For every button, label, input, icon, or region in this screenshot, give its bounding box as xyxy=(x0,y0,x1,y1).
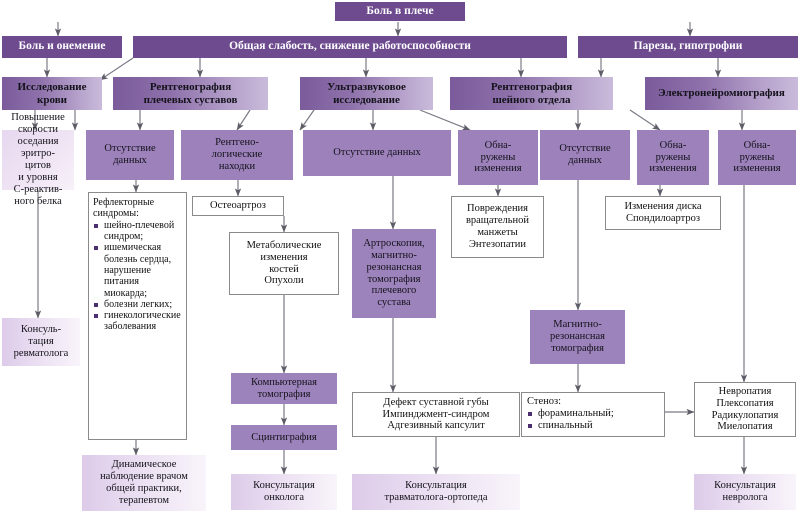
list-item: болезни легких; xyxy=(93,299,182,310)
node-label: Ультразвуковое исследование xyxy=(327,80,406,106)
node-label: Метаболические изменения костей Опухоли xyxy=(246,239,322,287)
node-label: Рентгенография плечевых суставов xyxy=(143,80,238,106)
node-label: Артроскопия, магнитно- резонансная томог… xyxy=(363,237,425,309)
node-label: Боль и онемение xyxy=(18,40,106,53)
node-detail-ct[interactable]: Компьютерная томография xyxy=(231,373,337,404)
node-label: Повреждения вращательной манжеты Энтезоп… xyxy=(465,203,530,250)
node-label: Исследование крови xyxy=(17,80,87,106)
node-label: Общая слабость, снижение работоспособнос… xyxy=(229,40,471,53)
node-symptom-weakness[interactable]: Общая слабость, снижение работоспособнос… xyxy=(133,36,567,58)
node-detail-disc-changes[interactable]: Изменения диска Спондилоартроз xyxy=(605,196,721,230)
node-label: Рентгено- логические находки xyxy=(211,137,263,172)
node-outcome-oncologist[interactable]: Консультация онколога xyxy=(231,474,337,510)
reflex-syndrome-list: шейно-плечевой синдром; ишемическая боле… xyxy=(93,220,182,333)
node-finding-changes-cervical[interactable]: Обна- ружены изменения xyxy=(637,130,709,185)
node-outcome-gp-observation[interactable]: Динамическое наблюдение врачом общей пра… xyxy=(82,455,206,511)
node-outcome-neurologist[interactable]: Консультация невролога xyxy=(694,474,796,510)
node-outcome-orthopedist[interactable]: Консультация травматолога-ортопеда xyxy=(352,474,520,510)
stenosis-lead-label: Стеноз: xyxy=(527,396,562,407)
node-label: Парезы, гипотрофии xyxy=(633,40,743,53)
node-detail-reflex-syndromes[interactable]: Рефлекторные синдромы: шейно-плечевой си… xyxy=(88,192,187,440)
node-label: Отсутствие данных xyxy=(559,143,611,166)
node-finding-no-data-cervical[interactable]: Отсутствие данных xyxy=(540,130,630,180)
node-detail-labrum-impingement[interactable]: Дефект суставной губы Импинджмент-синдро… xyxy=(352,392,520,437)
node-label: Консуль- тация ревматолога xyxy=(13,324,69,359)
node-test-blood[interactable]: Исследование крови xyxy=(2,77,102,110)
node-outcome-rheumatologist[interactable]: Консуль- тация ревматолога xyxy=(2,318,80,366)
reflex-lead-label: Рефлекторные синдромы: xyxy=(93,197,155,220)
list-item: фораминальный; xyxy=(527,408,659,420)
node-root-shoulder-pain[interactable]: Боль в плече xyxy=(335,2,465,21)
node-label: Динамическое наблюдение врачом общей пра… xyxy=(100,459,188,506)
list-item: спинальный xyxy=(527,420,659,432)
node-label: Магнитно- резонансная томография xyxy=(549,319,606,354)
node-detail-rotator-cuff-damage[interactable]: Повреждения вращательной манжеты Энтезоп… xyxy=(451,196,544,258)
node-label: Сцинтиграфия xyxy=(251,431,317,443)
node-finding-changes-ultrasound[interactable]: Обна- ружены изменения xyxy=(458,130,538,185)
node-detail-metabolic-bone[interactable]: Метаболические изменения костей Опухоли xyxy=(229,232,339,295)
list-item: шейно-плечевой синдром; xyxy=(93,220,182,243)
node-detail-mri-cervical[interactable]: Магнитно- резонансная томография xyxy=(530,310,625,364)
node-detail-arthroscopy-mri[interactable]: Артроскопия, магнитно- резонансная томог… xyxy=(352,229,436,318)
node-symptom-numbness[interactable]: Боль и онемение xyxy=(2,36,122,58)
node-label: Электронейромиография xyxy=(658,87,785,100)
node-label: Дефект суставной губы Импинджмент-синдро… xyxy=(382,396,490,432)
node-detail-scintigraphy[interactable]: Сцинтиграфия xyxy=(231,425,337,450)
node-test-xray-shoulder[interactable]: Рентгенография плечевых суставов xyxy=(113,77,268,110)
node-label: Изменения диска Спондилоартроз xyxy=(624,201,702,224)
node-label: Повышение скорости оседания эритро- цито… xyxy=(11,112,65,207)
node-test-emg[interactable]: Электронейромиография xyxy=(645,77,798,110)
node-finding-changes-emg[interactable]: Обна- ружены изменения xyxy=(718,130,796,185)
node-label: Боль в плече xyxy=(366,4,434,17)
list-item: гинекологические заболевания xyxy=(93,310,182,333)
node-label: Отсутствие данных xyxy=(333,147,421,159)
node-finding-xray-findings[interactable]: Рентгено- логические находки xyxy=(181,130,293,180)
node-test-xray-cervical[interactable]: Рентгенография шейного отдела xyxy=(450,77,613,110)
node-finding-esr[interactable]: Повышение скорости оседания эритро- цито… xyxy=(2,112,74,207)
node-label: Консультация невролога xyxy=(714,480,776,503)
node-label: Консультация травматолога-ортопеда xyxy=(384,480,488,503)
node-label: Рентгенография шейного отдела xyxy=(490,80,573,106)
node-detail-neuropathy[interactable]: Невропатия Плексопатия Радикулопатия Мие… xyxy=(694,382,796,437)
node-symptom-paresis[interactable]: Парезы, гипотрофии xyxy=(578,36,798,58)
node-detail-osteoarthrosis[interactable]: Остеоартроз xyxy=(192,196,284,216)
node-label: Обна- ружены изменения xyxy=(733,139,781,175)
node-label: Невропатия Плексопатия Радикулопатия Мие… xyxy=(711,385,779,433)
node-label: Остеоартроз xyxy=(210,200,266,212)
node-test-ultrasound[interactable]: Ультразвуковое исследование xyxy=(300,77,433,110)
node-label: Обна- ружены изменения xyxy=(649,139,697,175)
node-finding-no-data-blood[interactable]: Отсутствие данных xyxy=(86,130,174,180)
node-label: Компьютерная томография xyxy=(251,376,317,400)
node-finding-no-data-ultrasound[interactable]: Отсутствие данных xyxy=(303,130,451,176)
node-label: Обна- ружены изменения xyxy=(474,139,522,175)
list-item: ишемическая болезнь сердца, нарушение пи… xyxy=(93,242,182,299)
node-label: Консультация онколога xyxy=(253,480,315,503)
node-detail-stenosis[interactable]: Стеноз: фораминальный; спинальный xyxy=(521,392,665,437)
node-label: Отсутствие данных xyxy=(104,143,156,166)
stenosis-list: фораминальный; спинальный xyxy=(527,408,659,432)
